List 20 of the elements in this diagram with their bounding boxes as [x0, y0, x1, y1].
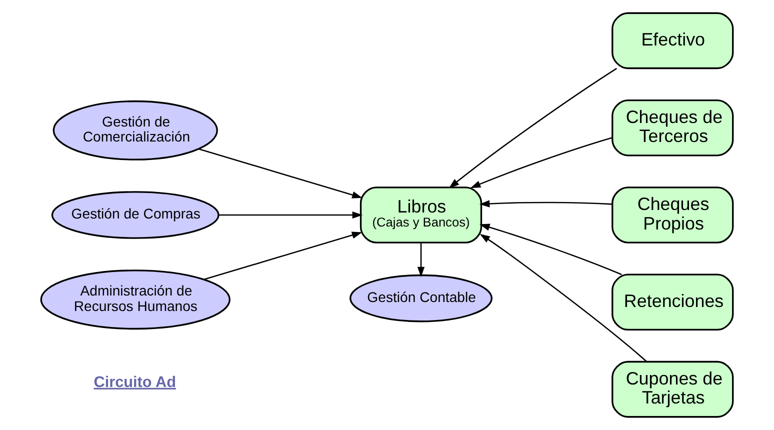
- node-ellipse: Gestión de Compras: [51, 191, 220, 239]
- arrow: [198, 148, 362, 198]
- node-ellipse: Administración de Recursos Humanos: [40, 270, 231, 330]
- arrow: [479, 200, 612, 208]
- arrow: [479, 224, 622, 276]
- node-box: Cheques Propios: [612, 186, 734, 244]
- arrow: [204, 232, 362, 280]
- arrow: [218, 211, 363, 219]
- node-ellipse: Gestión Contable: [350, 274, 493, 322]
- node-box: Cupones de Tarjetas: [612, 360, 734, 418]
- arrow: [448, 68, 618, 188]
- node-ellipse: Gestión de Comercialización: [52, 100, 218, 160]
- node-box: Cheques de Terceros: [612, 99, 734, 156]
- arrow: [470, 137, 612, 188]
- node-box: Libros (Cajas y Bancos): [360, 186, 482, 244]
- label: Circuito Ad: [94, 374, 176, 391]
- node-box: Efectivo: [612, 12, 734, 70]
- node-box: Retenciones: [612, 274, 734, 331]
- arrow: [417, 242, 425, 278]
- arrow: [480, 234, 647, 362]
